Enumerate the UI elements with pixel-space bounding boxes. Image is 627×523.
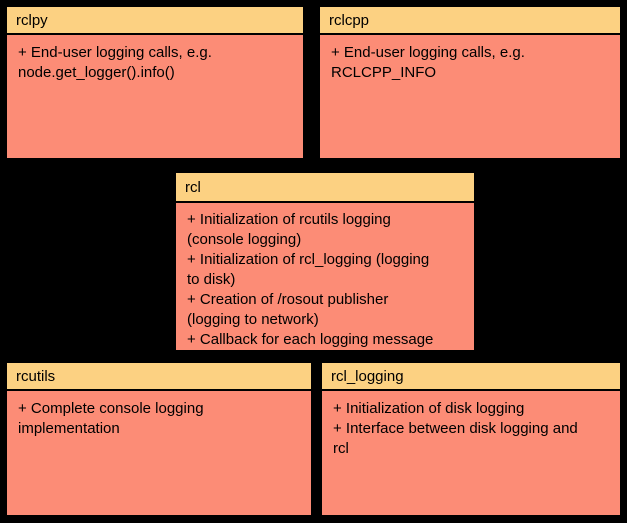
class-box-rcl-logging-header: rcl_logging bbox=[322, 363, 620, 391]
class-box-rclcpp: rclcpp + End-user logging calls, e.g. RC… bbox=[318, 5, 622, 160]
class-box-rcl-logging-body: + Initialization of disk logging + Inter… bbox=[333, 400, 578, 457]
class-box-rclcpp-title: rclcpp bbox=[329, 11, 370, 29]
class-box-rcl-logging-title: rcl_logging bbox=[331, 367, 404, 385]
class-box-rcl-header: rcl bbox=[176, 173, 474, 203]
class-box-rcl-body: + Initialization of rcutils logging (con… bbox=[187, 211, 434, 348]
class-box-rclpy-header: rclpy bbox=[7, 7, 303, 35]
class-box-rclcpp-body: + End-user logging calls, e.g. RCLCPP_IN… bbox=[331, 44, 525, 81]
class-box-rclpy: rclpy + End-user logging calls, e.g. nod… bbox=[5, 5, 305, 160]
class-box-rcutils-body: + Complete console logging implementatio… bbox=[18, 400, 204, 437]
class-box-rcl-logging: rcl_logging + Initialization of disk log… bbox=[320, 361, 622, 517]
class-box-rcl: rcl + Initialization of rcutils logging … bbox=[174, 171, 476, 352]
class-box-rcl-title: rcl bbox=[185, 178, 201, 196]
class-box-rclcpp-header: rclcpp bbox=[320, 7, 620, 35]
class-box-rclpy-body: + End-user logging calls, e.g. node.get_… bbox=[18, 44, 212, 81]
class-box-rclpy-title: rclpy bbox=[16, 11, 48, 29]
class-box-rcutils-title: rcutils bbox=[16, 367, 56, 385]
class-box-rcutils: rcutils + Complete console logging imple… bbox=[5, 361, 313, 517]
class-box-rcutils-header: rcutils bbox=[7, 363, 311, 391]
